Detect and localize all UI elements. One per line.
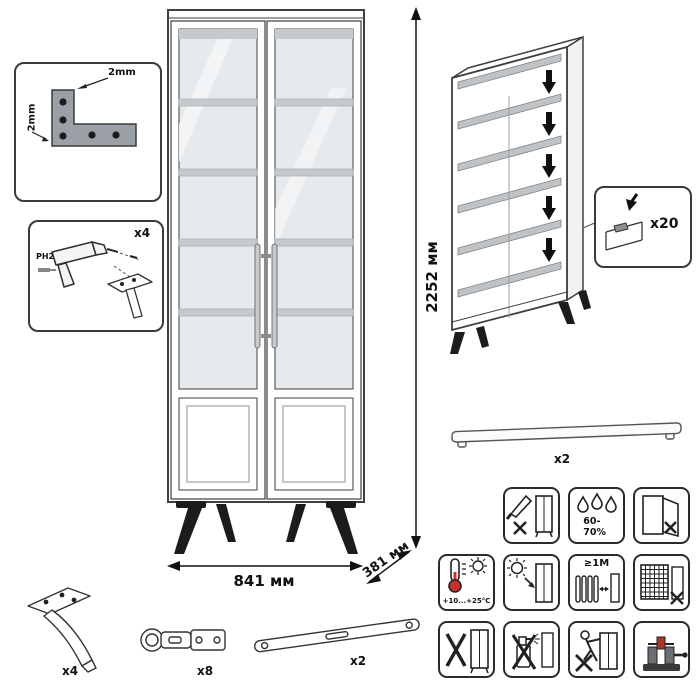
shelf-pin-icon xyxy=(605,193,643,251)
strap-icon xyxy=(253,618,420,653)
no-door-lean-icon xyxy=(642,495,679,538)
height-dimension-arrow xyxy=(411,7,421,549)
humidity-value-label: 60-70% xyxy=(583,516,606,538)
hinge-icon xyxy=(140,628,226,652)
hinge-part: x8 xyxy=(135,618,240,680)
no-solvents-icon xyxy=(511,632,554,670)
no-climbing-icon xyxy=(575,630,618,672)
handle-part: x2 xyxy=(438,412,694,470)
shelf-pin-callout: x20 xyxy=(594,186,692,268)
picto-grille xyxy=(633,554,690,611)
picto-no-climbing xyxy=(568,621,625,678)
leg-part: x4 xyxy=(18,580,133,682)
distance-radiator-icon xyxy=(575,573,620,603)
width-dimension-arrow xyxy=(167,561,363,571)
handle-icon xyxy=(451,422,682,448)
strap-count-label: x2 xyxy=(350,654,367,668)
grille-icon xyxy=(640,564,684,605)
picto-no-solvents xyxy=(503,621,560,678)
hinge-count-label: x8 xyxy=(197,664,214,678)
no-x-cabinet-icon xyxy=(445,629,489,674)
open-cabinet-illustration xyxy=(450,35,598,354)
corner-bracket-icon xyxy=(31,77,137,147)
picto-humidity: 60-70% xyxy=(568,487,625,544)
drill-inset: x4 PH2 xyxy=(28,220,164,332)
corner-dim-top-label: 2mm xyxy=(108,67,136,78)
leg-mount-icon xyxy=(107,273,153,319)
picto-sunlight xyxy=(503,554,560,611)
handle-count-label: x2 xyxy=(553,452,571,466)
drill-count-label: x4 xyxy=(134,226,151,240)
corner-dim-side-label: 2mm xyxy=(26,103,38,132)
distance-value-label: ≥1M xyxy=(583,558,610,569)
strap-part: x2 xyxy=(246,602,436,672)
drill-icon xyxy=(38,241,153,319)
thermometer-icon xyxy=(448,557,487,593)
humidity-drops-icon xyxy=(577,492,617,513)
shelf-pin-count-label: x20 xyxy=(650,216,679,232)
shelf-arrows xyxy=(542,70,556,262)
depth-dimension-arrow xyxy=(366,550,412,584)
picto-prohibited-cabinet xyxy=(438,621,495,678)
picto-temperature: +10...+25°C xyxy=(438,554,495,611)
picto-no-door-lean xyxy=(633,487,690,544)
vise-icon xyxy=(643,636,688,671)
picto-no-knife xyxy=(503,487,560,544)
sunlight-icon xyxy=(507,558,553,603)
leg-count-label: x4 xyxy=(62,664,79,678)
cabinet-legs xyxy=(174,501,358,554)
leg-icon xyxy=(27,587,97,673)
height-dimension-label: 2252 мм xyxy=(423,241,441,313)
picto-vise xyxy=(633,621,690,678)
no-knife-icon xyxy=(505,494,553,538)
picto-distance: ≥1M xyxy=(568,554,625,611)
cabinet-front-illustration xyxy=(167,9,365,554)
bit-size-label: PH2 xyxy=(36,252,55,261)
width-dimension-label: 841 мм xyxy=(233,572,295,590)
door-handles xyxy=(254,243,278,349)
temperature-range-label: +10...+25°C xyxy=(442,597,491,605)
corner-bracket-inset: 2mm 2mm xyxy=(14,62,162,202)
